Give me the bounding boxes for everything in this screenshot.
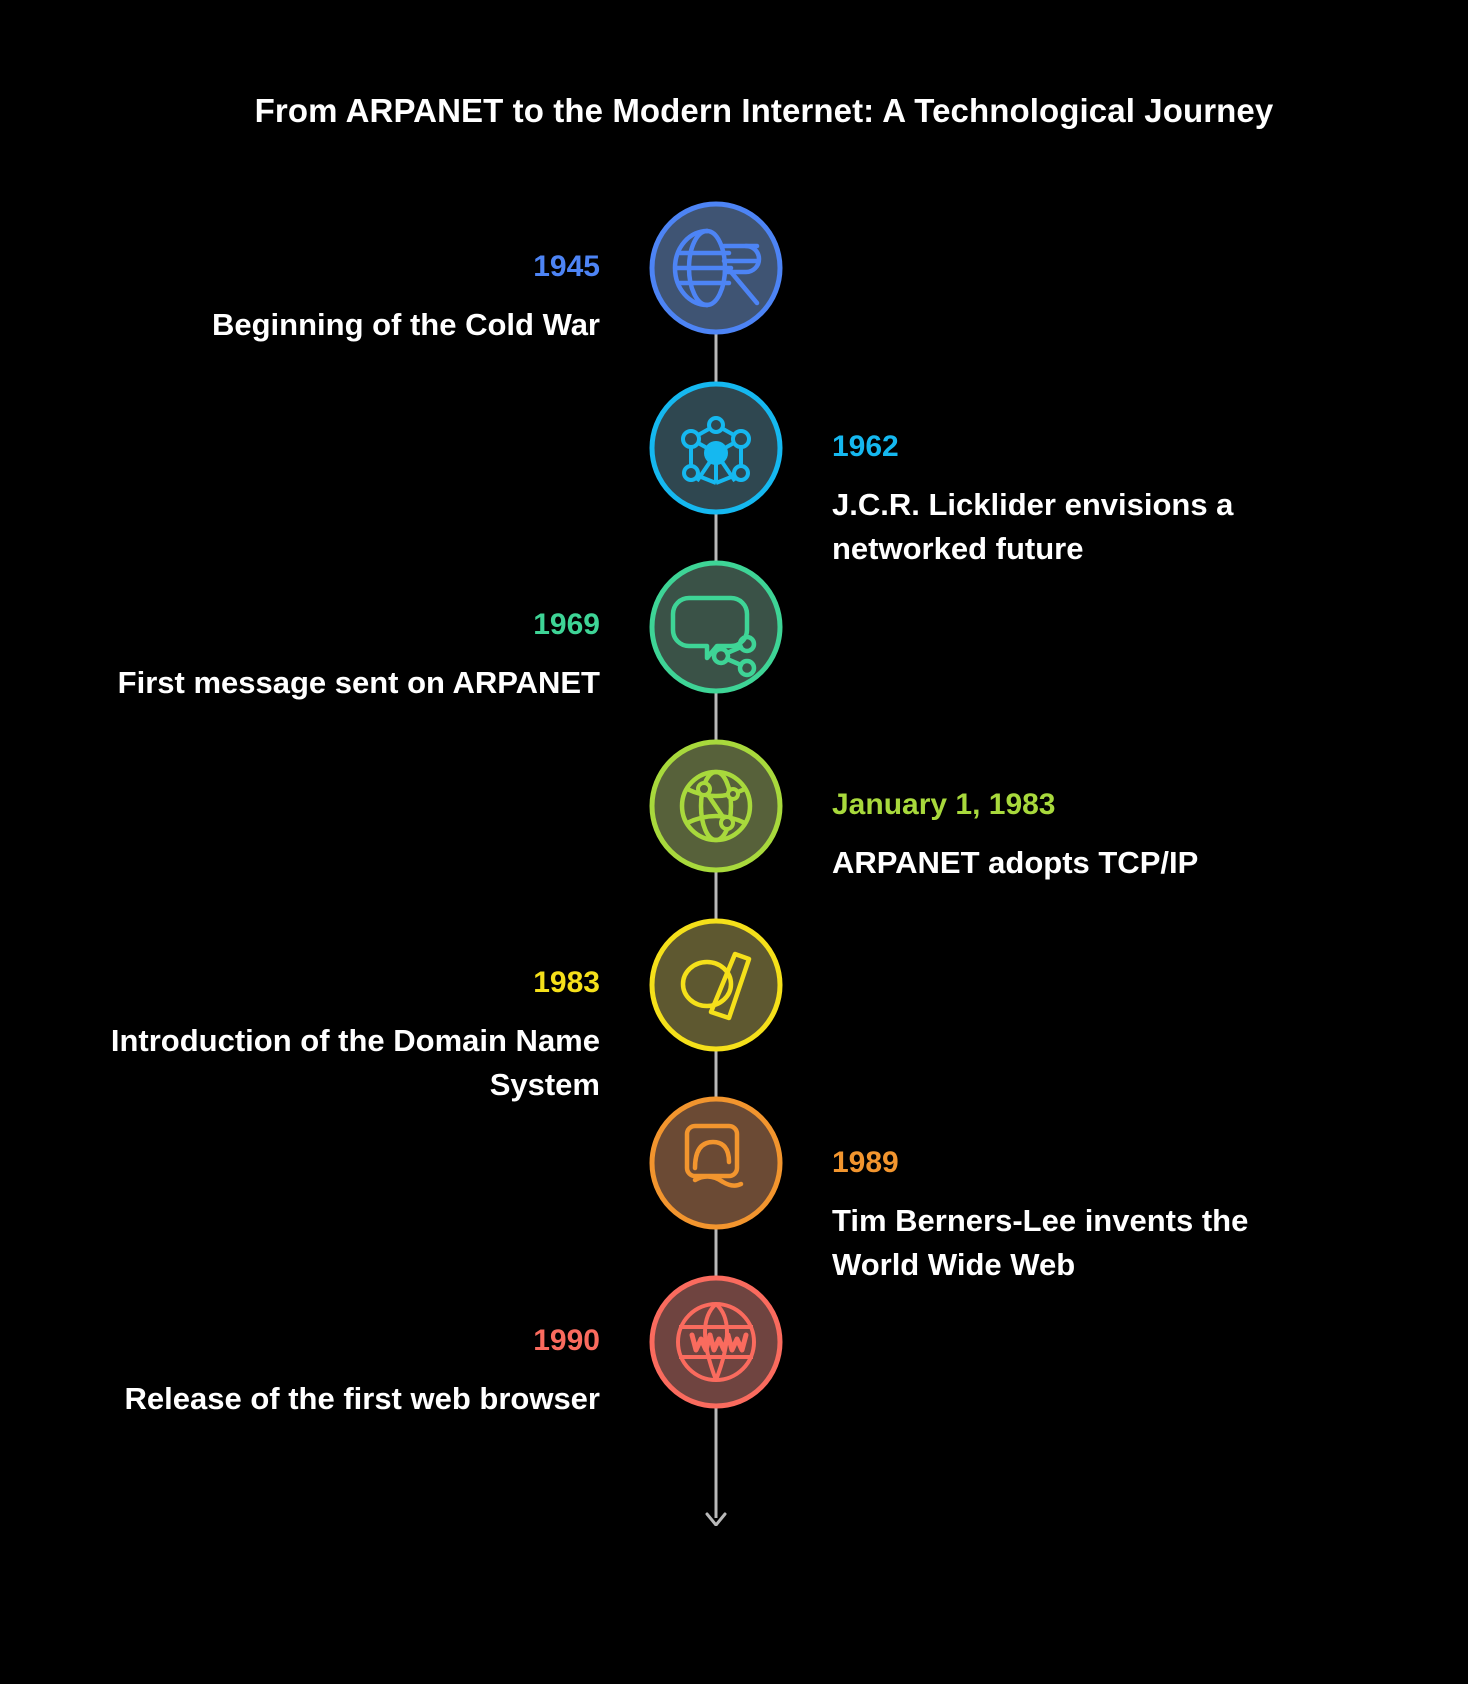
timeline-node-1969[interactable]: [649, 560, 783, 694]
entry-description: First message sent on ARPANET: [117, 665, 600, 700]
timeline-node-1990[interactable]: [649, 1275, 783, 1409]
timeline-node-1962[interactable]: [649, 381, 783, 515]
flexed-arm-icon: [649, 1096, 783, 1230]
entry-description: J.C.R. Licklider envisions a networked f…: [832, 487, 1234, 567]
timeline-node-january-1-1983[interactable]: [649, 739, 783, 873]
timeline-entry-january-1-1983: January 1, 1983 ARPANET adopts TCP/IP: [832, 788, 1322, 885]
timeline-arrow-icon: [705, 1500, 727, 1526]
entry-year: 1983: [533, 966, 600, 999]
entry-year: 1969: [533, 608, 600, 641]
page-title: From ARPANET to the Modern Internet: A T…: [254, 92, 1274, 129]
entry-description: Release of the first web browser: [124, 1381, 600, 1416]
www-globe-icon: [649, 1275, 783, 1409]
timeline-node-1989[interactable]: [649, 1096, 783, 1230]
timeline-entry-1990: 1990 Release of the first web browser: [110, 1324, 600, 1421]
timeline-entry-1983: 1983 Introduction of the Domain Name Sys…: [110, 966, 600, 1107]
network-nodes-icon: [649, 381, 783, 515]
timeline-entry-1989: 1989 Tim Berners-Lee invents the World W…: [832, 1146, 1322, 1287]
entry-description: Beginning of the Cold War: [211, 307, 600, 342]
entry-description: ARPANET adopts TCP/IP: [832, 845, 1199, 880]
globe-rupee-icon: [649, 201, 783, 335]
timeline-entry-1969: 1969 First message sent on ARPANET: [110, 608, 600, 705]
entry-description: Introduction of the Domain Name System: [110, 1023, 600, 1103]
entry-year: 1945: [533, 250, 600, 283]
entry-description: Tim Berners-Lee invents the World Wide W…: [832, 1203, 1249, 1283]
timeline-spine: [714, 268, 718, 1513]
timeline-node-1983[interactable]: [649, 918, 783, 1052]
entry-year: January 1, 1983: [832, 788, 1056, 821]
domain-tag-icon: [649, 918, 783, 1052]
entry-year: 1962: [832, 430, 899, 463]
globe-network-icon: [649, 739, 783, 873]
timeline-node-1945[interactable]: [649, 201, 783, 335]
entry-year: 1989: [832, 1146, 899, 1179]
timeline-entry-1962: 1962 J.C.R. Licklider envisions a networ…: [832, 430, 1322, 571]
entry-year: 1990: [533, 1324, 600, 1357]
speech-bubble-share-icon: [649, 560, 783, 694]
timeline-entry-1945: 1945 Beginning of the Cold War: [110, 250, 600, 347]
